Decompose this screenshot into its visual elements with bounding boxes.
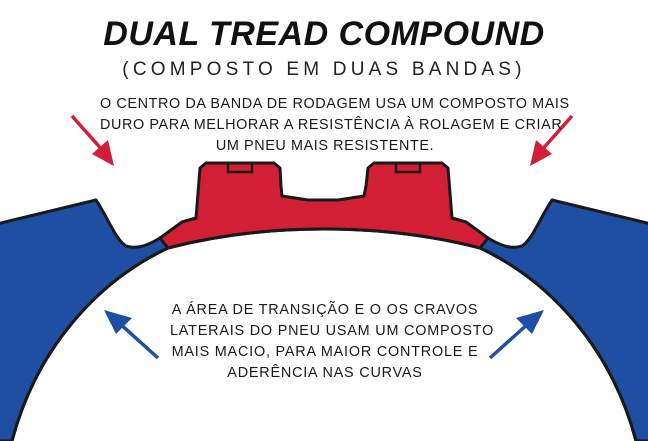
arrow-bottom-right <box>488 310 544 360</box>
inner-casing-line <box>10 227 638 441</box>
arrow-top-left <box>70 114 114 166</box>
arrow-bottom-left <box>104 310 160 360</box>
center-hard-compound <box>158 161 490 250</box>
center-text-line-2: DURO PARA MELHORAR A RESISTÊNCIA À ROLAG… <box>100 117 563 133</box>
side-text-line-1: A ÁREA DE TRANSIÇÃO E O OS CRAVOS <box>171 302 479 318</box>
arrow-top-right <box>530 114 574 166</box>
side-text-line-3: MAIS MACIO, PARA MAIOR CONTROLE E <box>171 344 479 360</box>
center-text-line-3: UM PNEU MAIS RESISTENTE. <box>215 138 435 154</box>
right-lug-notch <box>394 164 422 174</box>
center-compound-description: O CENTRO DA BANDA DE RODAGEM USA UM COMP… <box>100 94 570 157</box>
diagram-subtitle: (COMPOSTO EM DUAS BANDAS) <box>122 59 526 80</box>
center-text-line-1: O CENTRO DA BANDA DE RODAGEM USA UM COMP… <box>100 96 570 112</box>
left-lug-notch <box>226 164 254 174</box>
side-compound-description: A ÁREA DE TRANSIÇÃO E O OS CRAVOS LATERA… <box>170 300 495 384</box>
side-text-line-2: LATERAIS DO PNEU USAM UM COMPOSTO <box>170 323 495 339</box>
side-text-line-4: ADERÊNCIA NAS CURVAS <box>227 365 423 381</box>
diagram-title: DUAL TREAD COMPOUND <box>103 15 545 53</box>
